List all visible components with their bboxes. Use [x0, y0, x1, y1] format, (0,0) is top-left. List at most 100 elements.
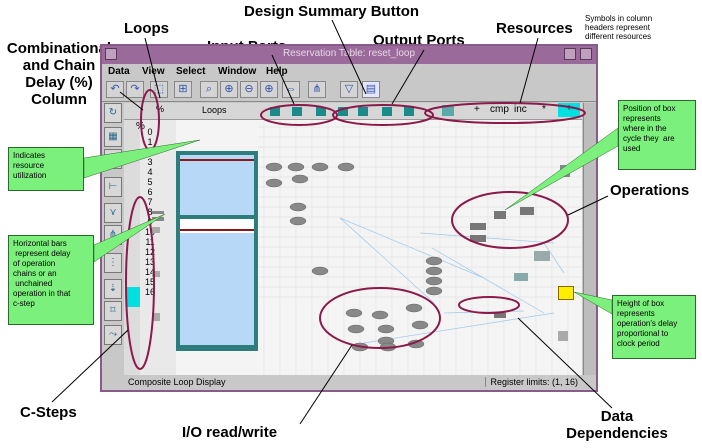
cstep-label: 9 — [147, 217, 152, 227]
operations-caption: Operations — [610, 182, 690, 199]
operation-box[interactable] — [534, 251, 550, 261]
operation-box[interactable] — [560, 165, 570, 177]
operation-node[interactable] — [347, 324, 365, 334]
menu-view[interactable]: View — [142, 66, 165, 77]
down-tool-icon[interactable]: ⇣ — [104, 279, 122, 299]
operation-node[interactable] — [405, 303, 423, 313]
branch-tool-icon[interactable]: ⋔ — [104, 225, 122, 245]
pointer-icon[interactable]: ⬚ — [150, 81, 168, 98]
cstep-highlight-12[interactable] — [126, 287, 140, 297]
menu-select[interactable]: Select — [176, 66, 206, 77]
menu-help[interactable]: Help — [266, 66, 288, 77]
resource-plus[interactable]: + — [474, 104, 480, 115]
cstep-label: 6 — [147, 187, 152, 197]
resource-plus-highlight[interactable]: + — [558, 103, 580, 117]
operation-box[interactable] — [514, 273, 528, 281]
zoom-in-icon[interactable]: ⊕ — [220, 81, 238, 98]
table-tool-icon[interactable]: ▥ — [104, 149, 122, 169]
operation-node[interactable] — [377, 324, 395, 334]
zoom-fit-icon[interactable]: ⌕ — [200, 81, 218, 98]
operation-node[interactable] — [287, 162, 305, 172]
symbols-note: Symbols in column headers represent diff… — [585, 14, 653, 41]
cstep-label: 2 — [147, 147, 152, 157]
design-summary-icon[interactable]: ▤ — [362, 81, 380, 98]
select-icon[interactable]: ⊞ — [174, 81, 192, 98]
vertical-scrollbar[interactable] — [583, 103, 596, 375]
loop-body-bottom — [180, 233, 254, 345]
operation-box[interactable] — [470, 235, 486, 242]
operation-node[interactable] — [425, 256, 443, 266]
delay-bar — [152, 217, 164, 221]
output-port-icon[interactable] — [382, 107, 392, 116]
loop-tool-icon[interactable]: ↻ — [104, 103, 122, 123]
operation-node[interactable] — [265, 178, 283, 188]
chart-tool-icon[interactable]: ▦ — [104, 127, 122, 147]
title-bar[interactable]: Reservation Table: reset_loop — [102, 46, 596, 64]
filter-icon[interactable]: ▽ — [340, 81, 358, 98]
operation-node[interactable] — [371, 310, 389, 320]
redo-icon[interactable]: ↷ — [126, 81, 144, 98]
operation-node[interactable] — [425, 286, 443, 296]
operation-node[interactable] — [425, 266, 443, 276]
operation-node[interactable] — [407, 339, 425, 349]
operation-node[interactable] — [379, 342, 397, 352]
operation-node[interactable] — [411, 320, 429, 330]
grid-lines — [258, 119, 582, 375]
marker-tool-icon[interactable]: ⌑ — [104, 301, 122, 321]
output-port-icon[interactable] — [404, 107, 414, 116]
operation-node[interactable] — [311, 162, 329, 172]
menu-data[interactable]: Data — [108, 66, 130, 77]
operation-node[interactable] — [425, 276, 443, 286]
status-bar: Composite Loop Display Register limits: … — [124, 376, 582, 390]
cstep-label: 15 — [145, 277, 155, 287]
resource-table-icon[interactable] — [442, 105, 454, 116]
operation-node[interactable] — [345, 308, 363, 318]
design-summary-caption: Design Summary Button — [244, 3, 420, 20]
zoom-out-icon[interactable]: ⊖ — [240, 81, 258, 98]
grid-tool-icon[interactable]: ⋮ — [104, 253, 122, 273]
resource-multiply[interactable]: * — [542, 104, 546, 115]
maximize-button[interactable] — [580, 48, 592, 60]
undo-icon[interactable]: ↶ — [106, 81, 124, 98]
reservation-table-window: Reservation Table: reset_loop Data View … — [100, 44, 598, 392]
operation-box[interactable] — [470, 223, 486, 230]
path-tool-icon[interactable]: ⤳ — [104, 325, 122, 345]
operation-node[interactable] — [265, 162, 283, 172]
operation-box[interactable] — [494, 313, 506, 318]
ports-header: % Loops + cmp inc * + — [124, 103, 582, 120]
fit-width-icon[interactable]: ⇔ — [282, 81, 300, 98]
operation-node[interactable] — [311, 266, 329, 276]
height-box-note: Height of box represents operation's del… — [612, 295, 696, 359]
operation-node[interactable] — [289, 216, 307, 226]
resource-inc[interactable]: inc — [514, 104, 527, 115]
operation-box[interactable] — [558, 331, 568, 341]
merge-tool-icon[interactable]: ⋎ — [104, 203, 122, 223]
cstep-label: 0 — [147, 127, 152, 137]
status-left: Composite Loop Display — [128, 377, 226, 387]
toolbar: ↶ ↷ ⬚ ⊞ ⌕ ⊕ ⊖ ⊕ ⇔ ⋔ ▽ ▤ — [102, 79, 596, 102]
input-port-icon[interactable] — [270, 107, 280, 116]
input-port-icon[interactable] — [316, 107, 326, 116]
zoom-icon[interactable]: ⊕ — [260, 81, 278, 98]
cstep-highlight-13[interactable] — [126, 297, 140, 307]
tree-layout-icon[interactable]: ⋔ — [308, 81, 326, 98]
operation-node[interactable] — [289, 202, 307, 212]
minimize-button[interactable] — [564, 48, 576, 60]
status-right: Register limits: (1, 16) — [485, 377, 578, 387]
operation-node[interactable] — [337, 162, 355, 172]
window-menu-button[interactable] — [105, 48, 117, 60]
csteps-caption: C-Steps — [20, 404, 77, 421]
operation-box[interactable] — [520, 207, 534, 215]
loops-header: Loops — [202, 105, 227, 115]
output-port-icon[interactable] — [358, 107, 368, 116]
menu-window[interactable]: Window — [218, 66, 257, 77]
cstep-column-bg — [124, 119, 140, 375]
output-port-icon[interactable] — [338, 107, 348, 116]
operation-box[interactable] — [494, 211, 506, 219]
operation-node[interactable] — [291, 174, 309, 184]
input-port-icon[interactable] — [292, 107, 302, 116]
split-tool-icon[interactable]: ⊢ — [104, 177, 122, 197]
operation-node[interactable] — [351, 342, 369, 352]
operation-delay-marker[interactable] — [558, 286, 574, 300]
resource-cmp[interactable]: cmp — [490, 104, 509, 115]
